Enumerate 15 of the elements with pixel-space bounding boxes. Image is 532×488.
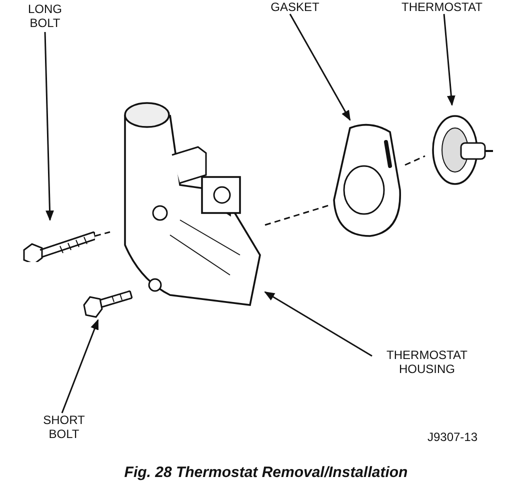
leader-line <box>264 291 372 357</box>
figure-code: J9307-13 <box>426 430 479 444</box>
leader-line <box>289 14 351 121</box>
leader-line <box>443 14 456 106</box>
part-label: SHORT BOLT <box>36 413 92 443</box>
alignment-line <box>404 155 426 166</box>
figure-caption: Fig. 28 Thermostat Removal/Installation <box>123 466 409 480</box>
part-label: GASKET <box>262 0 328 14</box>
leader-line <box>44 32 54 222</box>
part-label: THERMOSTAT HOUSING <box>372 348 482 378</box>
leader-line <box>61 319 99 414</box>
part-label: LONG BOLT <box>15 2 75 32</box>
part-label: THERMOSTAT <box>396 0 488 14</box>
alignment-line <box>94 231 110 237</box>
alignment-line <box>264 204 330 226</box>
